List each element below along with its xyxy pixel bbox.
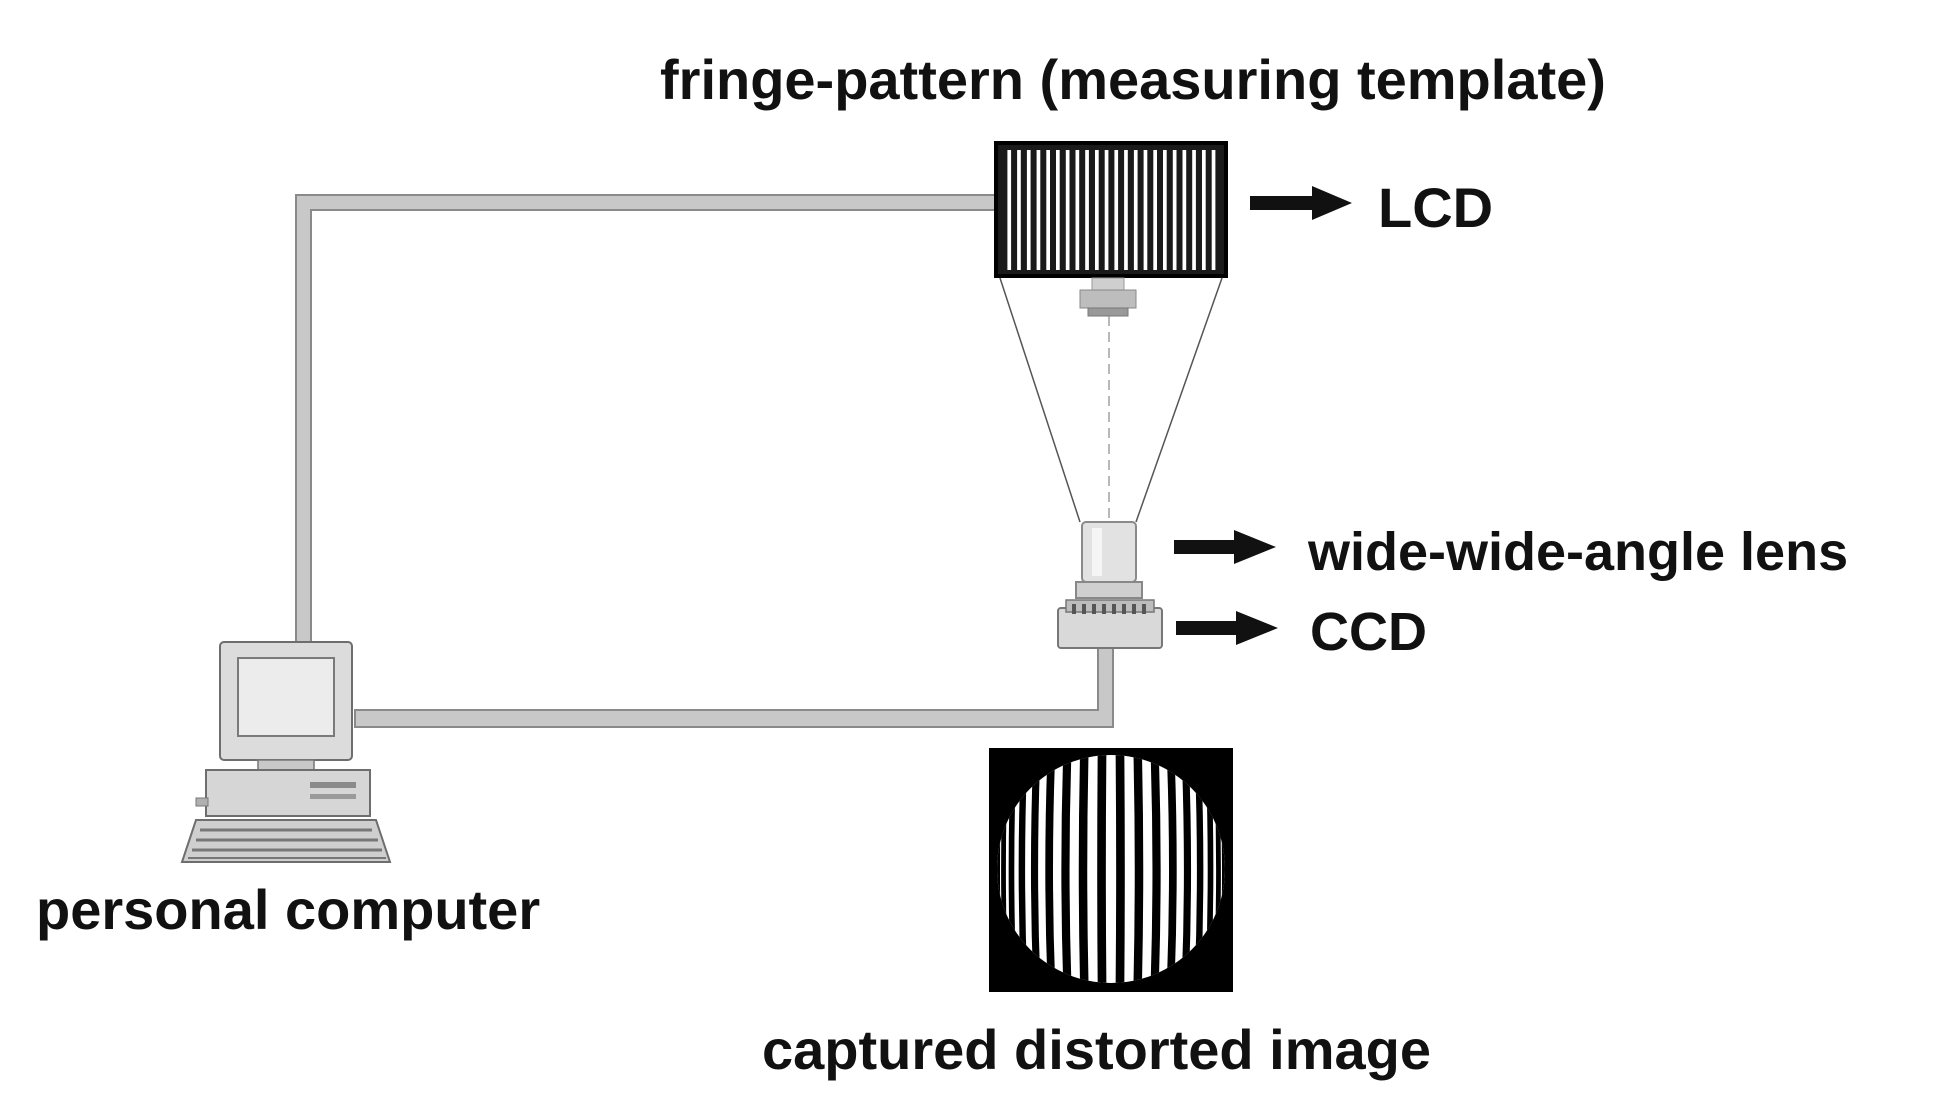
lens-arrow <box>1174 530 1276 564</box>
lcd-fringe-stripe <box>1182 150 1187 270</box>
captured-fringe-stripe <box>1030 755 1041 983</box>
wide-angle-lens <box>1075 521 1143 599</box>
lcd-fringe-stripe <box>1017 150 1021 270</box>
lcd-fringe-stripe <box>1026 150 1031 270</box>
lens-body <box>1081 521 1137 583</box>
lcd-fringe-stripe <box>1153 150 1157 270</box>
lcd-frame <box>994 141 1228 278</box>
ccd-top <box>1065 599 1155 613</box>
cable-bottom <box>354 647 1114 728</box>
lcd-stand-neck <box>1091 277 1125 291</box>
lcd-fringe-stripe <box>1065 150 1070 270</box>
lcd-fringe-stripe <box>1114 150 1119 270</box>
ccd-pin <box>1112 604 1116 614</box>
captured-fringe-stripe <box>1018 755 1028 983</box>
personal-computer-label: personal computer <box>36 878 541 941</box>
captured-fringe-stripe <box>1181 755 1192 983</box>
lens-highlight <box>1092 528 1102 576</box>
lcd-fringe-stripe <box>1133 150 1138 270</box>
pc-drive-slot-2 <box>310 794 356 799</box>
ccd-camera <box>1057 599 1163 649</box>
pc-power-button <box>195 797 209 807</box>
lens-mount <box>1075 581 1143 599</box>
captured-fringe-stripe <box>1166 755 1177 983</box>
lcd-fringe-stripe <box>1046 150 1050 270</box>
ccd-arrow <box>1176 611 1278 645</box>
captured-image-label: captured distorted image <box>762 1018 1432 1081</box>
lcd-fringe-stripe <box>1095 150 1099 270</box>
fov-left-line <box>999 277 1081 523</box>
lcd-fringe-stripe <box>1124 150 1128 270</box>
lcd-fringe-stripe <box>1143 150 1148 270</box>
ccd-pin <box>1122 604 1126 614</box>
ccd-label: CCD <box>1310 602 1427 662</box>
lcd-fringe-stripe <box>1163 150 1167 270</box>
captured-fringe-stripe <box>1045 755 1056 983</box>
lcd-arrow <box>1250 186 1352 220</box>
ccd-pin <box>1072 604 1076 614</box>
lcd-fringe-stripe <box>1202 150 1206 270</box>
pc-desktop-unit <box>205 769 371 817</box>
ccd-pins <box>1072 604 1146 614</box>
pc-monitor-screen <box>237 657 335 737</box>
lcd-stand-foot <box>1087 307 1129 317</box>
ccd-pin <box>1132 604 1136 614</box>
captured-fringe-stripe <box>1133 755 1144 983</box>
lcd-fringe-stripe <box>1036 150 1041 270</box>
pc-drive-slot <box>310 782 356 788</box>
pc-monitor-neck <box>257 759 315 771</box>
lcd-stand-base <box>1079 289 1137 309</box>
captured-fringe-stripe <box>1061 755 1072 983</box>
lcd-panel <box>994 141 1228 317</box>
lcd-fringe-stripe <box>1211 150 1216 270</box>
cable-top <box>295 194 997 646</box>
wide-angle-lens-label: wide-wide-angle lens <box>1308 522 1849 582</box>
lcd-fringe-stripe <box>1085 150 1089 270</box>
lcd-fringe-stripe <box>1007 150 1012 270</box>
captured-fringe-stripe <box>1097 755 1107 983</box>
arrows <box>1174 186 1352 645</box>
field-of-view-lines <box>999 277 1223 523</box>
captured-fringe-stripe <box>1115 755 1125 983</box>
lcd-fringe-stripe <box>1172 150 1177 270</box>
fov-right-line <box>1135 277 1223 523</box>
lcd-fringes <box>1007 150 1216 270</box>
cables <box>295 194 1114 728</box>
lcd-label: LCD <box>1378 176 1494 239</box>
lcd-fringe-stripe <box>1056 150 1060 270</box>
lcd-fringe-stripe <box>1075 150 1080 270</box>
personal-computer <box>180 641 392 863</box>
ccd-pin <box>1082 604 1086 614</box>
captured-distorted-image <box>989 748 1233 992</box>
ccd-pin <box>1142 604 1146 614</box>
fringe-pattern-title: fringe-pattern (measuring template) <box>660 48 1606 111</box>
ccd-pin <box>1092 604 1096 614</box>
lcd-fringe-stripe <box>1192 150 1196 270</box>
lcd-fringe-stripe <box>1104 150 1109 270</box>
captured-fringe-stripe <box>1150 755 1161 983</box>
captured-fringe-stripe <box>1078 755 1089 983</box>
captured-fringe-stripe <box>1194 755 1204 983</box>
ccd-pin <box>1102 604 1106 614</box>
